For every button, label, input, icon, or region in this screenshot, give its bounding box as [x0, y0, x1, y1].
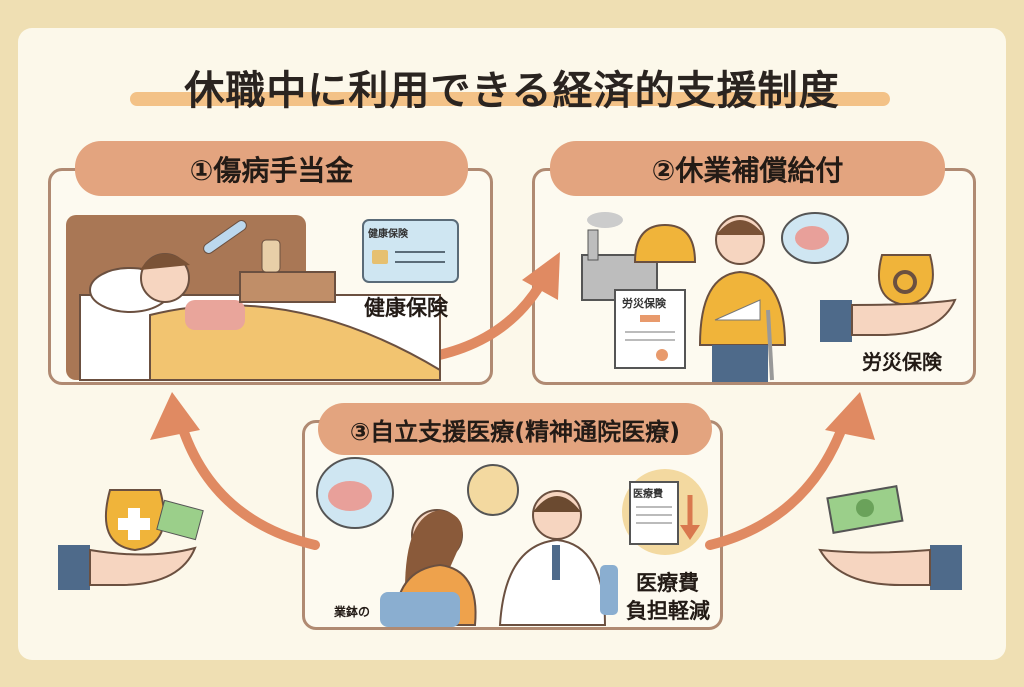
- brain-thought-bubble-icon: [316, 457, 394, 529]
- insurance-card-text: 健康保険: [368, 227, 409, 240]
- thought-bubble-brain-icon: [781, 212, 849, 264]
- document-icon: [614, 289, 686, 369]
- arrow-heads: [150, 252, 875, 440]
- insurance-card-icon: [362, 219, 459, 283]
- hand-giving-icon: [820, 298, 957, 342]
- money-bag-cross-icon: [104, 489, 204, 552]
- doctor-illustration: [498, 490, 618, 626]
- patient-illustration: [380, 509, 477, 627]
- card-header-medical-support: ③自立支援医療(精神通院医療): [318, 403, 712, 455]
- hand-giving-icon: [58, 545, 197, 590]
- health-insurance-label: 健康保険: [364, 296, 448, 320]
- card-header-sickness-allowance: ①傷病手当金: [75, 141, 468, 196]
- benefit-line-2: 負担軽減: [626, 599, 710, 623]
- small-note: 業鉢の: [334, 605, 371, 619]
- bill-text: 医療費: [633, 487, 663, 500]
- card-header-leave-compensation: ②休業補償給付: [550, 141, 945, 196]
- sick-bed-illustration: [66, 215, 441, 381]
- money-bag-gear-icon: [877, 254, 934, 307]
- medical-bill-icon: [622, 469, 708, 555]
- hard-hat-icon: [633, 223, 697, 263]
- page-title: 休職中に利用できる経済的支援制度: [184, 68, 840, 114]
- document-text: 労災保険: [622, 296, 667, 310]
- cash-icon: [826, 485, 904, 534]
- benefit-line-1: 医療費: [636, 571, 699, 595]
- hand-giving-icon: [818, 545, 962, 590]
- title-highlight: [130, 92, 890, 106]
- workers-comp-label: 労災保険: [862, 350, 942, 374]
- injured-worker-illustration: [698, 215, 787, 382]
- speech-bubble-icon: [467, 464, 519, 516]
